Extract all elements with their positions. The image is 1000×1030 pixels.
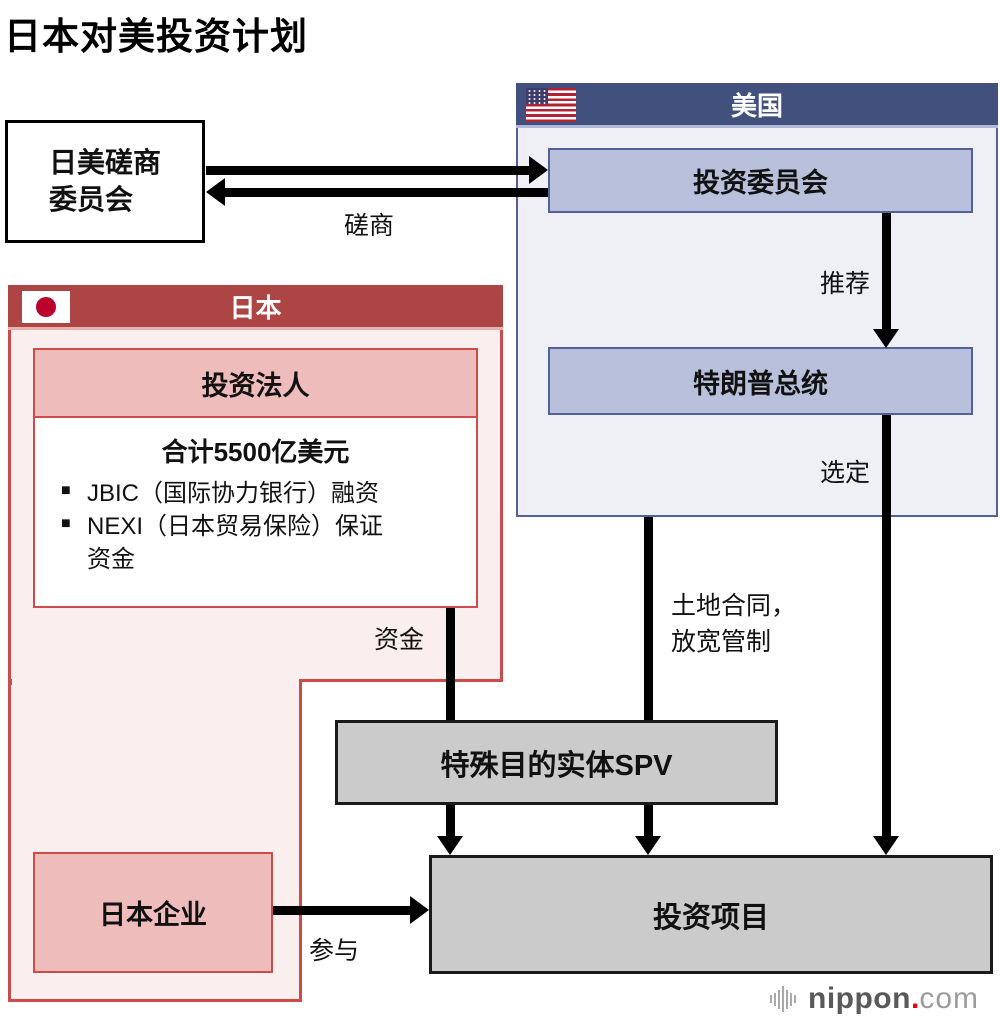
investment-corp-box: 投资法人 xyxy=(33,348,478,418)
total-amount: 合计5500亿美元 xyxy=(161,437,350,467)
japan-company-label: 日本企业 xyxy=(99,900,207,930)
japan-header-label: 日本 xyxy=(229,292,282,323)
recommend-edge-label: 推荐 xyxy=(819,270,870,298)
japan-header: 日本 xyxy=(8,285,503,330)
funds-arrow-head-icon xyxy=(437,836,463,855)
investment-corp-label: 投资法人 xyxy=(201,370,310,401)
consultation-label-line2: 委员会 xyxy=(48,183,133,215)
land-edge-label: 土地合同， 放宽管制 xyxy=(671,589,796,660)
consultation-committee-box: 日美磋商 委员会 xyxy=(5,120,205,243)
usa-header: 美国 xyxy=(516,83,998,128)
participate-edge-label: 参与 xyxy=(309,937,360,965)
investment-corp-detail-box: 合计5500亿美元 ■ JBIC（国际协力银行）融资 ■ NEXI（日本贸易保险… xyxy=(33,416,478,608)
funds-edge-label: 资金 xyxy=(373,626,424,654)
participate-arrow-head-icon xyxy=(410,896,429,924)
recommend-arrow-line xyxy=(882,213,891,330)
investment-committee-label: 投资委员会 xyxy=(693,168,828,198)
investment-project-box: 投资项目 xyxy=(429,855,993,974)
spv-label: 特殊目的实体SPV xyxy=(440,749,673,782)
select-arrow-line xyxy=(882,415,891,838)
waveform-icon xyxy=(770,986,798,1012)
president-label: 特朗普总统 xyxy=(693,368,828,399)
logo-dot: . xyxy=(910,982,920,1015)
page-title: 日本对美投资计划 xyxy=(4,16,308,57)
nippon-logo: nippon . com xyxy=(770,982,979,1016)
select-arrow-head-icon xyxy=(873,836,899,855)
us-flag-icon xyxy=(526,88,576,122)
bullet-item-jbic: ■ JBIC（国际协力银行）融资 xyxy=(61,477,476,510)
bullet-item-nexi: ■ NEXI（日本贸易保险）保证资金 xyxy=(61,510,476,576)
japan-flag-icon xyxy=(22,291,70,323)
usa-header-label: 美国 xyxy=(730,90,783,121)
land-arrow-line xyxy=(644,517,653,838)
president-box: 特朗普总统 xyxy=(548,347,973,415)
select-edge-label: 选定 xyxy=(819,459,870,487)
bullet-text-jbic: JBIC（国际协力银行）融资 xyxy=(87,480,380,507)
us-flag-canton xyxy=(526,88,548,104)
funding-bullet-list: ■ JBIC（国际协力银行）融资 ■ NEXI（日本贸易保险）保证资金 xyxy=(35,477,476,576)
bullet-text-nexi: NEXI（日本贸易保险）保证资金 xyxy=(87,513,384,574)
logo-tld: com xyxy=(919,982,979,1015)
investment-project-label: 投资项目 xyxy=(652,901,769,934)
land-edge-label-line1: 土地合同， xyxy=(671,592,797,620)
logo-name: nippon xyxy=(808,982,911,1015)
consult-arrow-left-line xyxy=(223,188,548,197)
consultation-label-line1: 日美磋商 xyxy=(48,147,161,179)
japan-flag-disc xyxy=(36,297,56,317)
japan-group-join xyxy=(12,679,299,686)
bullet-square-icon: ■ xyxy=(61,482,71,499)
consultation-committee-label: 日美磋商 委员会 xyxy=(49,145,161,218)
consult-arrow-right-head-icon xyxy=(529,156,548,184)
consult-edge-label: 磋商 xyxy=(344,212,395,240)
land-edge-label-line2: 放宽管制 xyxy=(671,627,772,656)
investment-committee-box: 投资委员会 xyxy=(548,148,973,213)
recommend-arrow-head-icon xyxy=(873,329,899,348)
japan-company-box: 日本企业 xyxy=(33,852,273,973)
consult-arrow-right-line xyxy=(206,166,531,175)
participate-arrow-line xyxy=(273,906,412,915)
spv-box: 特殊目的实体SPV xyxy=(335,720,778,805)
land-arrow-head-icon xyxy=(635,836,661,855)
bullet-square-icon: ■ xyxy=(61,515,71,533)
consult-arrow-left-head-icon xyxy=(206,178,225,206)
